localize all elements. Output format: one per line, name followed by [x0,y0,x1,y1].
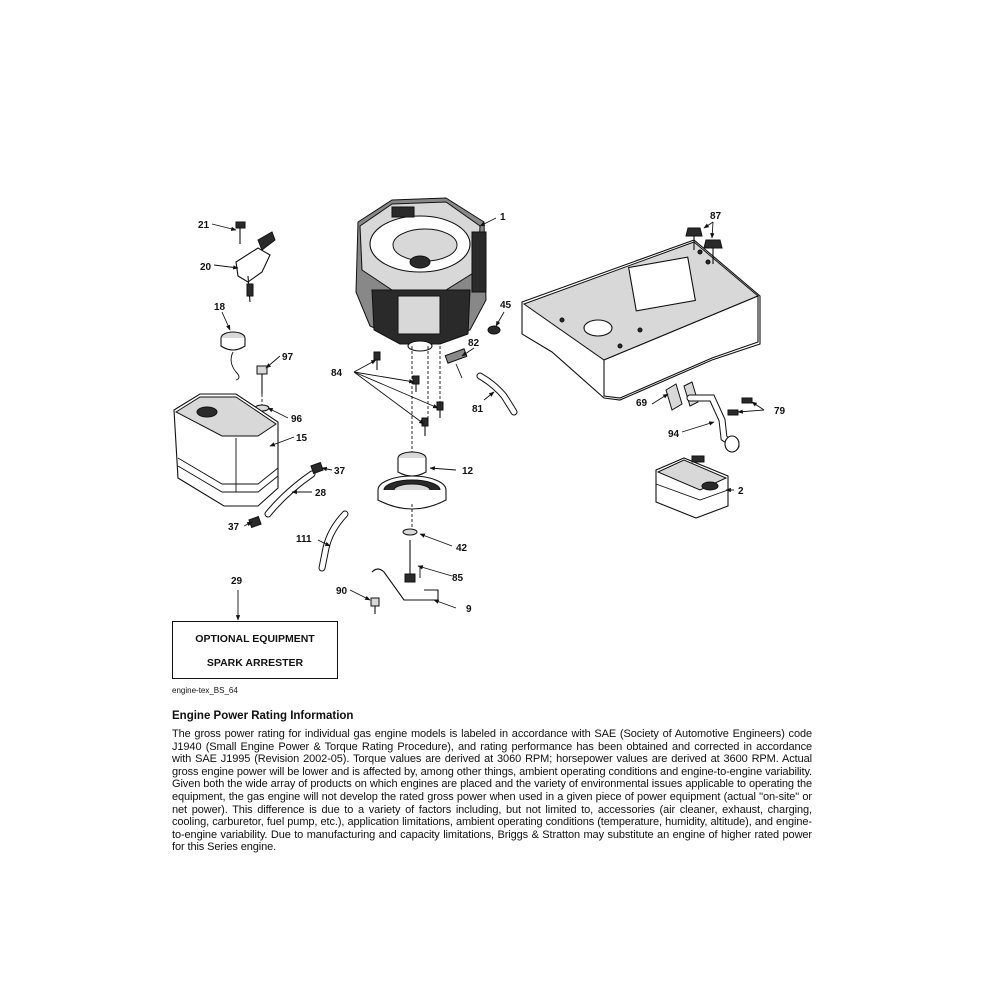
fuel-line-part [248,461,324,529]
label-12: 12 [462,466,474,477]
leader-lines [211,217,765,621]
throttle-control-part [235,221,276,303]
frame-part [521,239,761,401]
optional-equipment-box: OPTIONAL EQUIPMENT SPARK ARRESTER [172,621,338,679]
label-87: 87 [710,211,722,222]
fuel-cap-part [220,331,246,381]
spark-arrester-label: SPARK ARRESTER [206,657,304,669]
label-42: 42 [456,543,468,554]
label-81: 81 [472,404,484,415]
muffler-part [655,455,729,519]
label-20: 20 [200,262,212,273]
label-1: 1 [500,212,506,223]
label-96: 96 [291,414,303,425]
rating-title: Engine Power Rating Information [172,710,354,722]
label-111: 111 [296,534,312,545]
label-2: 2 [738,486,744,497]
label-21: 21 [198,220,210,231]
part-labels: 21 20 18 97 96 15 37 28 37 111 29 1 84 8… [198,211,786,615]
label-69: 69 [636,398,648,409]
exhaust-pipe-part [686,394,740,453]
label-28: 28 [315,488,327,499]
pulley-part [377,451,447,530]
label-45: 45 [500,300,512,311]
drawing-code: engine-tex_BS_64 [172,686,238,695]
label-15: 15 [296,433,308,444]
label-18: 18 [214,302,226,313]
engine-power-rating-section: Engine Power Rating Information The gros… [172,710,812,854]
label-82: 82 [468,338,480,349]
label-85: 85 [452,573,464,584]
fuel-tank-part [173,393,279,507]
optional-equipment-heading: OPTIONAL EQUIPMENT [195,633,315,645]
label-37-lower: 37 [228,522,240,533]
label-79: 79 [774,406,786,417]
knobs-part [685,227,723,264]
label-37-upper: 37 [334,466,346,477]
label-97: 97 [282,352,294,363]
rating-body-text: The gross power rating for individual ga… [172,728,812,854]
label-9: 9 [466,604,472,615]
bracket-part [370,568,439,614]
label-29: 29 [231,576,243,587]
hose-111-part [318,510,349,572]
engine-bolts-part [373,346,444,460]
washer-bolt-part [402,528,418,583]
label-90: 90 [336,586,348,597]
label-84: 84 [331,368,343,379]
engine-part [355,197,487,352]
label-94: 94 [668,429,680,440]
fuel-connector-part [444,325,518,416]
